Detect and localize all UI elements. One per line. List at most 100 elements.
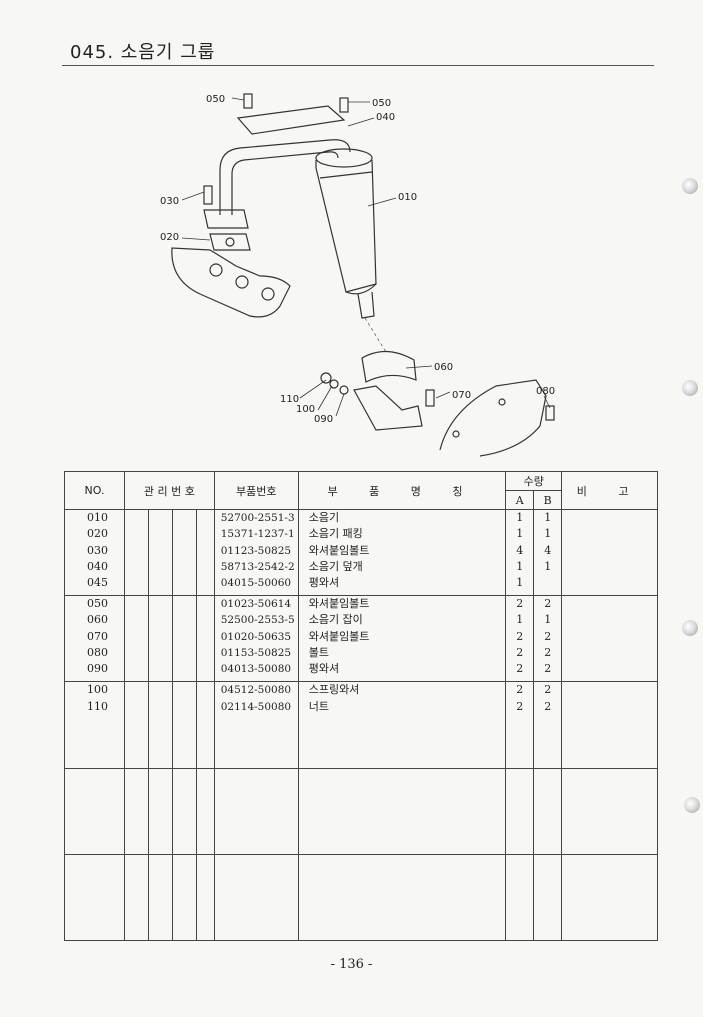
- cell-remarks: [561, 767, 658, 855]
- cell-management-no: [123, 853, 149, 942]
- flywheel-housing: [439, 379, 547, 457]
- cell-qty-b-value: 2: [544, 629, 552, 643]
- cell-qty-a: 2 1 2 2 2: [505, 595, 535, 683]
- bolt-050-right: [339, 97, 349, 113]
- cell-qty-a-value: 1: [516, 511, 524, 524]
- cell-part-no: [213, 767, 299, 855]
- cell-remarks: [561, 595, 658, 683]
- cell-qty-a-value: 2: [516, 683, 524, 697]
- callout-label: 050: [206, 94, 225, 105]
- callout-label: 060: [434, 362, 453, 373]
- cell-no-value: 040: [87, 559, 108, 573]
- callout-label: 050: [372, 98, 391, 109]
- cell-part-no-value: 58713-2542-2: [220, 560, 295, 573]
- washer-100: [329, 379, 339, 389]
- muffler-cover-plate: [236, 105, 346, 135]
- cell-part-no-value: 01123-50825: [220, 544, 292, 557]
- cell-management-no: [147, 595, 173, 683]
- callout-label: 020: [160, 232, 179, 243]
- cell-part-no: 52700-2551-3 15371-1237-1 01123-50825 58713…: [213, 508, 299, 597]
- cell-part-no-value: 15371-1237-1: [220, 528, 295, 541]
- cell-remarks: [561, 853, 658, 942]
- cell-part-name-value: 스프링와셔: [308, 683, 360, 697]
- callout-label: 090: [314, 414, 333, 425]
- cell-part-name-value: 와셔붙임볼트: [308, 629, 370, 643]
- cell-qty-a-value: 1: [516, 576, 524, 590]
- header-no: NO.: [64, 471, 125, 510]
- cell-qty-b-value: 2: [544, 683, 552, 697]
- cell-part-name: [297, 853, 507, 942]
- callout-label: 040: [376, 112, 395, 123]
- exhaust-pipe: [219, 139, 351, 215]
- callout-label: 100: [296, 404, 315, 415]
- bolt-080: [545, 405, 555, 421]
- cell-qty-b: [533, 767, 563, 855]
- muffler-tailpipe: [357, 291, 375, 319]
- cell-part-name-value: 소음기: [308, 511, 340, 524]
- cell-management-no: [147, 681, 173, 769]
- cell-qty-a-value: 2: [516, 629, 524, 643]
- cell-part-name-value: 소음기 덮개: [308, 559, 363, 573]
- cell-part-no-value: 04015-50060: [220, 577, 292, 590]
- cell-part-no-value: 04512-50080: [220, 684, 292, 697]
- bolt-050-left: [243, 93, 253, 109]
- cell-qty-a-value: 2: [516, 662, 524, 676]
- header-remarks: 비 고: [561, 471, 658, 510]
- callout-label: 010: [398, 192, 417, 203]
- binder-hole: [682, 380, 698, 396]
- cell-management-no: [195, 853, 215, 942]
- cell-part-no: 04512-50080 02114-50080: [213, 681, 299, 769]
- cell-qty-a-value: 2: [516, 597, 524, 611]
- cell-management-no: [147, 767, 173, 855]
- header-quantity: 수량: [505, 471, 563, 491]
- cell-management-no: [147, 853, 173, 942]
- callout-label: 070: [452, 390, 471, 401]
- cell-qty-b-value: 2: [544, 597, 552, 611]
- cell-part-name-value: 너트: [308, 699, 329, 713]
- cell-management-no: [195, 508, 215, 597]
- cell-part-no-value: 52700-2551-3: [220, 512, 295, 524]
- cell-no-value: 100: [87, 683, 108, 697]
- parts-group: [64, 853, 658, 942]
- header-qty-b: B: [533, 490, 563, 510]
- cell-qty-b-value: 4: [544, 543, 552, 557]
- cell-no-value: 070: [87, 629, 108, 643]
- cell-part-name-value: 평와셔: [308, 662, 340, 676]
- callout-label: 080: [536, 386, 555, 397]
- cell-part-name-value: 소음기 패킹: [308, 527, 363, 541]
- cell-qty-b-value: 1: [544, 527, 552, 541]
- cell-qty-b-value: [534, 575, 561, 591]
- cell-part-no-value: 01023-50614: [220, 598, 292, 611]
- cell-part-no-value: 01153-50825: [220, 647, 292, 660]
- cell-part-no-value: 02114-50080: [220, 700, 292, 713]
- cell-qty-a-value: 2: [516, 699, 524, 713]
- cell-no-value: 050: [87, 597, 108, 611]
- cell-qty-b-value: 1: [544, 559, 552, 573]
- binder-hole: [682, 620, 698, 636]
- parts-group: [64, 767, 658, 855]
- binder-hole: [684, 797, 700, 813]
- header-part-name: 부 품 명 칭: [297, 471, 507, 510]
- cell-management-no: [171, 767, 197, 855]
- cell-part-no-value: 04013-50080: [220, 663, 292, 676]
- cell-qty-b-value: 1: [544, 511, 552, 524]
- cell-no-value: 030: [87, 543, 108, 557]
- pipe-flange: [203, 209, 249, 229]
- cell-qty-a-value: 2: [516, 646, 524, 660]
- cell-qty-a-value: 1: [516, 613, 524, 627]
- cell-qty-b: 1 1 4 1: [533, 508, 563, 597]
- cell-management-no: [195, 595, 215, 683]
- cell-qty-a-value: 1: [516, 527, 524, 541]
- cell-management-no: [123, 681, 149, 769]
- bolt-070: [425, 389, 435, 407]
- cell-no: [64, 853, 125, 942]
- muffler-body: [315, 159, 377, 293]
